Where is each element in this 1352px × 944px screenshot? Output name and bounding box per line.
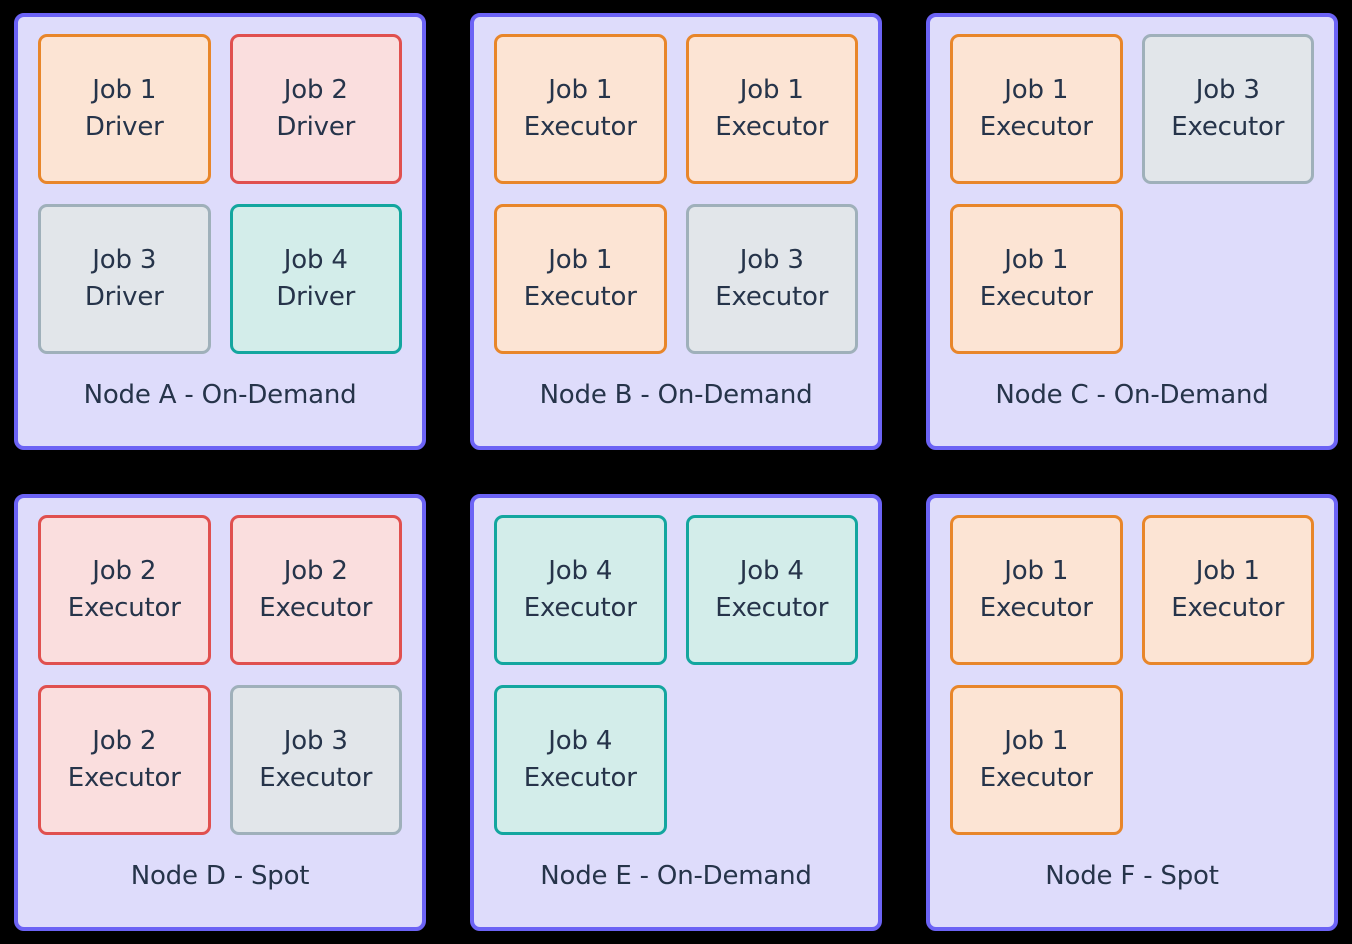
job-box[interactable]: Job 2 Executor <box>38 685 211 835</box>
job-box[interactable]: Job 1 Executor <box>950 685 1123 835</box>
job-role: Executor <box>67 763 181 793</box>
job-box[interactable]: Job 2 Driver <box>229 34 402 184</box>
job-box[interactable]: Job 1 Executor <box>1141 515 1314 665</box>
job-name: Job 4 <box>548 556 613 587</box>
job-box[interactable]: Job 1 Executor <box>494 204 667 354</box>
job-name: Job 2 <box>283 75 348 106</box>
node-label: Node C - On-Demand <box>995 380 1269 410</box>
job-name: Job 2 <box>92 556 157 587</box>
job-name: Job 3 <box>283 726 348 757</box>
job-name: Job 1 <box>1004 726 1069 757</box>
job-role: Executor <box>523 763 637 793</box>
job-name: Job 2 <box>92 726 157 757</box>
job-box[interactable]: Job 3 Executor <box>685 204 858 354</box>
job-name: Job 1 <box>548 75 613 106</box>
job-name: Job 4 <box>548 726 613 757</box>
job-role: Executor <box>979 112 1093 142</box>
node-label: Node B - On-Demand <box>539 380 813 410</box>
job-role: Executor <box>259 763 373 793</box>
empty-slot <box>1142 685 1315 835</box>
job-box[interactable]: Job 4 Executor <box>494 515 667 665</box>
job-role: Executor <box>523 282 637 312</box>
job-box[interactable]: Job 2 Executor <box>229 515 402 665</box>
job-box[interactable]: Job 1 Executor <box>494 34 667 184</box>
job-role: Executor <box>715 593 829 623</box>
job-role: Executor <box>67 593 181 623</box>
job-name: Job 1 <box>1195 556 1260 587</box>
job-role: Executor <box>259 593 373 623</box>
job-role: Executor <box>523 593 637 623</box>
job-box[interactable]: Job 3 Executor <box>229 685 402 835</box>
job-name: Job 1 <box>1004 75 1069 106</box>
job-role: Driver <box>84 112 164 142</box>
empty-slot <box>686 685 859 835</box>
job-role: Driver <box>276 112 356 142</box>
job-name: Job 1 <box>1004 245 1069 276</box>
job-name: Job 1 <box>1004 556 1069 587</box>
job-name: Job 3 <box>739 245 804 276</box>
job-name: Job 3 <box>92 245 157 276</box>
job-box[interactable]: Job 1 Driver <box>38 34 211 184</box>
job-name: Job 3 <box>1195 75 1260 106</box>
job-role: Executor <box>1171 593 1285 623</box>
job-box[interactable]: Job 1 Executor <box>950 34 1123 184</box>
job-name: Job 1 <box>92 75 157 106</box>
job-role: Executor <box>979 763 1093 793</box>
job-role: Executor <box>979 282 1093 312</box>
job-name: Job 1 <box>739 75 804 106</box>
job-box[interactable]: Job 4 Executor <box>494 685 667 835</box>
node-label: Node E - On-Demand <box>540 861 812 891</box>
job-role: Driver <box>276 282 356 312</box>
job-box[interactable]: Job 1 Executor <box>685 34 858 184</box>
job-role: Executor <box>715 112 829 142</box>
job-role: Executor <box>523 112 637 142</box>
node-label: Node A - On-Demand <box>83 380 357 410</box>
job-box[interactable]: Job 1 Executor <box>950 515 1123 665</box>
empty-slot <box>1142 204 1315 354</box>
job-box[interactable]: Job 3 Executor <box>1141 34 1314 184</box>
job-name: Job 4 <box>283 245 348 276</box>
job-role: Executor <box>715 282 829 312</box>
job-box[interactable]: Job 4 Executor <box>685 515 858 665</box>
job-name: Job 4 <box>739 556 804 587</box>
job-name: Job 1 <box>548 245 613 276</box>
job-box[interactable]: Job 2 Executor <box>38 515 211 665</box>
job-role: Executor <box>979 593 1093 623</box>
job-role: Executor <box>1171 112 1285 142</box>
node-label: Node F - Spot <box>1045 861 1219 891</box>
job-name: Job 2 <box>283 556 348 587</box>
job-box[interactable]: Job 4 Driver <box>229 204 402 354</box>
job-box[interactable]: Job 1 Executor <box>950 204 1123 354</box>
node-label: Node D - Spot <box>130 861 310 891</box>
job-role: Driver <box>84 282 164 312</box>
job-box[interactable]: Job 3 Driver <box>38 204 211 354</box>
